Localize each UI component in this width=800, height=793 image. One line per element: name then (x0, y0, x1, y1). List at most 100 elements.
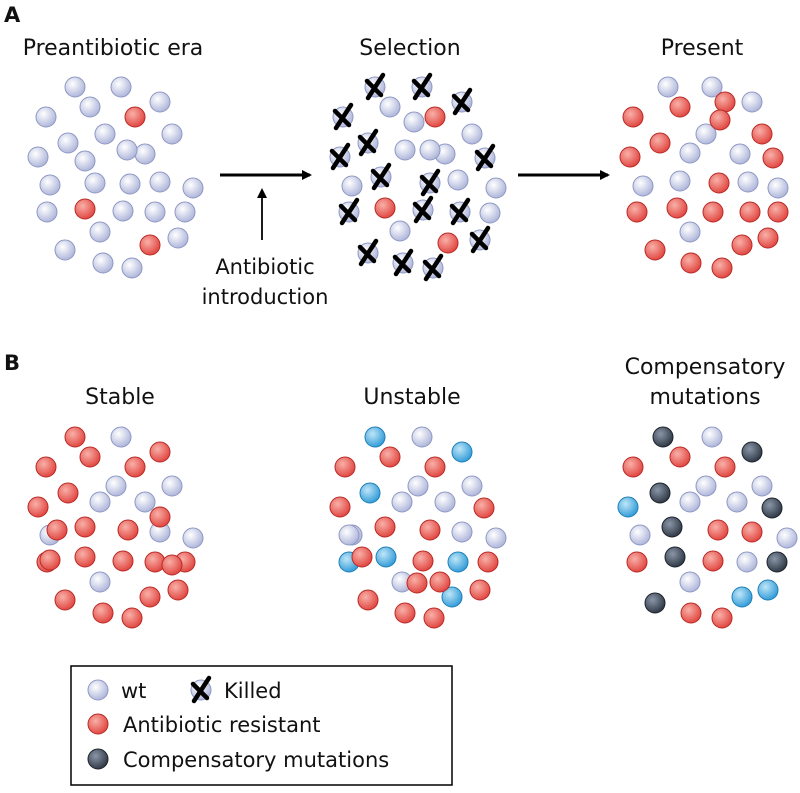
wt-cell (161, 475, 183, 497)
wt-cell (36, 201, 58, 223)
killed-mark (332, 102, 354, 131)
wt-cell (35, 106, 57, 128)
killed-mark (469, 225, 491, 254)
resistant-cell (739, 201, 761, 223)
resistant-cell (429, 571, 451, 593)
wt-cell (447, 169, 469, 191)
blue-cell (617, 496, 639, 518)
wt-cell (461, 123, 483, 145)
resistant-cell (139, 586, 161, 608)
resistant-cell (334, 456, 356, 478)
wt-cell (737, 171, 759, 193)
compensatory-cell (741, 441, 763, 463)
wt-cell (701, 426, 723, 448)
resistant-cell (707, 519, 729, 541)
panel-b-label: B (4, 351, 20, 375)
blue-cell (441, 586, 463, 608)
legend-wt-label: wt (121, 679, 146, 703)
compensatory-cell (652, 426, 674, 448)
resistant-cell (702, 201, 724, 223)
resistant-cell (702, 550, 724, 572)
resistant-cell (161, 554, 183, 576)
wt-cell (79, 96, 101, 118)
resistant-cell (714, 91, 736, 113)
resistant-cell (394, 602, 416, 624)
wt-cell (119, 173, 141, 195)
resistant-cell (149, 506, 171, 528)
resistant-cell (622, 106, 644, 128)
title-preantibiotic-era: Preantibiotic era (23, 36, 204, 61)
killed-mark (329, 142, 351, 171)
wt-cell (105, 475, 127, 497)
wt-cell (736, 551, 758, 573)
resistant-cell (669, 96, 691, 118)
resistant-cell (92, 602, 114, 624)
wt-cell (701, 76, 723, 98)
title-compensatory: Compensatory (625, 355, 786, 380)
killed-mark (422, 253, 444, 282)
compensatory-cell (644, 592, 666, 614)
killed-mark (411, 72, 433, 101)
cluster-stable (27, 426, 204, 629)
wt-cell (89, 571, 111, 593)
wt-cell (174, 201, 196, 223)
wt-cell (695, 475, 717, 497)
wt-cell (110, 426, 132, 448)
blue-cell (447, 551, 469, 573)
resistant-cell (762, 147, 784, 169)
resistant-cell (680, 252, 702, 274)
compensatory-cell (766, 551, 788, 573)
blue-cell (451, 441, 473, 463)
wt-cell (338, 524, 360, 546)
title-mutations: mutations (649, 385, 760, 410)
blue-cell (757, 579, 779, 601)
wt-cell (729, 143, 751, 165)
wt-cell (679, 142, 701, 164)
legend-resistant-label: Antibiotic resistant (123, 713, 321, 737)
wt-cell (341, 175, 363, 197)
cluster-selection (329, 72, 507, 282)
cluster-unstable (329, 426, 507, 629)
wt-cell (112, 200, 134, 222)
killed-mark (357, 128, 379, 157)
resistant-cell (412, 550, 434, 572)
resistant-cell (666, 197, 688, 219)
resistant-cell (112, 550, 134, 572)
resistant-cell (708, 172, 730, 194)
wt-cell (776, 527, 798, 549)
wt-cell (411, 426, 433, 448)
resistant-cell (74, 546, 96, 568)
wt-cell (767, 177, 789, 199)
resistant-cell (124, 106, 146, 128)
wt-cell (149, 171, 171, 193)
wt-cell (407, 475, 429, 497)
wt-cell (741, 91, 763, 113)
resistant-cell (741, 521, 763, 543)
resistant-cell (622, 456, 644, 478)
wt-cell (89, 491, 111, 513)
resistant-cell (469, 579, 491, 601)
resistant-cell (27, 496, 49, 518)
wt-cell (669, 170, 691, 192)
blue-cell (375, 546, 397, 568)
resistant-cell (424, 106, 446, 128)
wt-cell (485, 527, 507, 549)
resistant-cell (669, 446, 691, 468)
killed-mark (419, 168, 441, 197)
compensatory-cell (661, 516, 683, 538)
resistant-cell (79, 446, 101, 468)
killed-mark (370, 162, 392, 191)
wt-cell (379, 96, 401, 118)
wt-cell (94, 123, 116, 145)
resistant-cell (709, 109, 731, 131)
resistant-cell (46, 519, 68, 541)
wt-cell (161, 123, 183, 145)
resistant-cell (149, 441, 171, 463)
resistant-cell (74, 198, 96, 220)
resistant-cell (357, 589, 379, 611)
wt-cell (461, 475, 483, 497)
killed-mark (449, 197, 471, 226)
resistant-cell (406, 572, 428, 594)
legend-resistant-swatch (87, 713, 109, 735)
killed-mark (338, 197, 360, 226)
